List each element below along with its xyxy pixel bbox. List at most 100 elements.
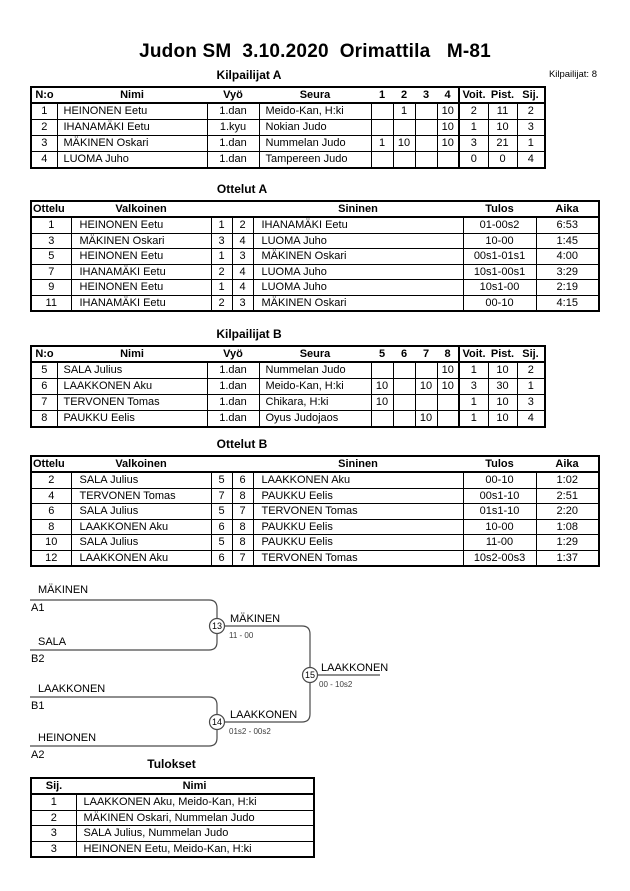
table-cell: 8 bbox=[231, 518, 254, 535]
table-cell: 1.dan bbox=[206, 135, 260, 152]
table-cell: PAUKKU Eelis bbox=[252, 518, 464, 535]
table-cell: 1 bbox=[392, 102, 416, 120]
table-cell: Tampereen Judo bbox=[258, 151, 372, 169]
bracket-slot-code: A2 bbox=[31, 749, 44, 761]
table-cell: 6:53 bbox=[535, 216, 600, 234]
table-cell: LAAKKONEN Aku bbox=[252, 471, 464, 489]
table-cell: 2 bbox=[30, 471, 72, 489]
column-header: Aika bbox=[536, 201, 599, 218]
table-cell: MÄKINEN Oskari bbox=[252, 248, 464, 265]
table-cell: 1:02 bbox=[535, 471, 600, 489]
column-header: Seura bbox=[259, 87, 371, 104]
table-cell bbox=[370, 361, 394, 379]
table-cell bbox=[392, 394, 416, 411]
table-cell bbox=[370, 410, 394, 428]
table-cell bbox=[370, 151, 394, 169]
table-cell: 2 bbox=[516, 361, 546, 379]
table-cell bbox=[414, 119, 438, 136]
table-cell: 1:08 bbox=[535, 518, 600, 535]
bracket-match-number: 13 bbox=[212, 621, 222, 631]
table-cell: 1.kyu bbox=[206, 119, 260, 136]
table-cell: 01s1-10 bbox=[462, 503, 537, 520]
column-header: Pist. bbox=[488, 87, 517, 104]
column-header: Sij. bbox=[517, 87, 545, 104]
table-cell: TERVONEN Tomas bbox=[252, 503, 464, 520]
table-cell: 11 bbox=[487, 102, 518, 120]
table-cell: 3:29 bbox=[535, 263, 600, 280]
table-cell: 2 bbox=[210, 263, 233, 280]
table-cell bbox=[414, 361, 438, 379]
table-cell: 6 bbox=[210, 549, 233, 567]
match-15-circle bbox=[301, 666, 319, 684]
table-cell bbox=[392, 410, 416, 428]
table-cell: 5 bbox=[210, 534, 233, 551]
bracket-winner-name: MÄKINEN bbox=[230, 613, 280, 625]
table-cell bbox=[436, 151, 460, 169]
column-header: 4 bbox=[437, 87, 459, 104]
bracket-winner-name: LAAKKONEN bbox=[230, 709, 297, 721]
column-header: Ottelu bbox=[31, 201, 71, 218]
table-cell: MÄKINEN Oskari bbox=[70, 232, 212, 249]
table-cell: 5 bbox=[210, 503, 233, 520]
table-cell: 4 bbox=[231, 263, 254, 280]
column-header: Valkoinen bbox=[71, 456, 211, 473]
table-cell: LAAKKONEN Aku, Meido-Kan, H:ki bbox=[75, 793, 315, 811]
column-header: Nimi bbox=[76, 778, 314, 795]
table-cell: 4 bbox=[30, 487, 72, 504]
table-cell bbox=[436, 394, 460, 411]
table-cell: Oyus Judojaos bbox=[258, 410, 372, 428]
column-header: Nimi bbox=[57, 87, 207, 104]
bracket-slot-name: SALA bbox=[38, 636, 67, 648]
table-cell: LAAKKONEN Aku bbox=[56, 378, 208, 395]
table-cell: 3 bbox=[516, 119, 546, 136]
table-cell: 4 bbox=[231, 279, 254, 296]
table-cell: 10 bbox=[436, 361, 460, 379]
match-13-circle bbox=[208, 617, 226, 635]
table-cell: IHANAMÄKI Eetu bbox=[70, 263, 212, 280]
table-cell: 1 bbox=[458, 361, 489, 379]
column-header: 7 bbox=[415, 346, 437, 363]
column-header: Seura bbox=[259, 346, 371, 363]
table-cell: 10 bbox=[414, 378, 438, 395]
table-cell: 01-00s2 bbox=[462, 216, 537, 234]
table-cell: SALA Julius bbox=[56, 361, 208, 379]
column-header: Sij. bbox=[31, 778, 76, 795]
table-cell: Meido-Kan, H:ki bbox=[258, 102, 372, 120]
table-cell: IHANAMÄKI Eetu bbox=[70, 294, 212, 312]
table-cell: TERVONEN Tomas bbox=[70, 487, 212, 504]
table-cell: 1.dan bbox=[206, 410, 260, 428]
bracket-slot-name: HEINONEN bbox=[38, 732, 96, 744]
table-cell bbox=[436, 410, 460, 428]
column-header: N:o bbox=[31, 87, 57, 104]
table-cell: 2 bbox=[30, 119, 58, 136]
table-cell: 3 bbox=[516, 394, 546, 411]
table-cell: 3 bbox=[30, 232, 72, 249]
table-cell: Nokian Judo bbox=[258, 119, 372, 136]
table-cell: 00-10 bbox=[462, 294, 537, 312]
table-cell: LUOMA Juho bbox=[252, 279, 464, 296]
table-cell bbox=[414, 135, 438, 152]
column-header: 1 bbox=[371, 87, 393, 104]
table-cell: 4:00 bbox=[535, 248, 600, 265]
table-cell: 00-10 bbox=[462, 471, 537, 489]
table-cell: HEINONEN Eetu bbox=[70, 279, 212, 296]
table-cell: 30 bbox=[487, 378, 518, 395]
table-cell: 10 bbox=[487, 361, 518, 379]
table-cell: LUOMA Juho bbox=[252, 263, 464, 280]
table-cell: 3 bbox=[231, 294, 254, 312]
section-title-kilpailijat-a: Kilpailijat A bbox=[216, 68, 282, 82]
table-cell: 10 bbox=[392, 135, 416, 152]
table-cell: 2 bbox=[458, 102, 489, 120]
